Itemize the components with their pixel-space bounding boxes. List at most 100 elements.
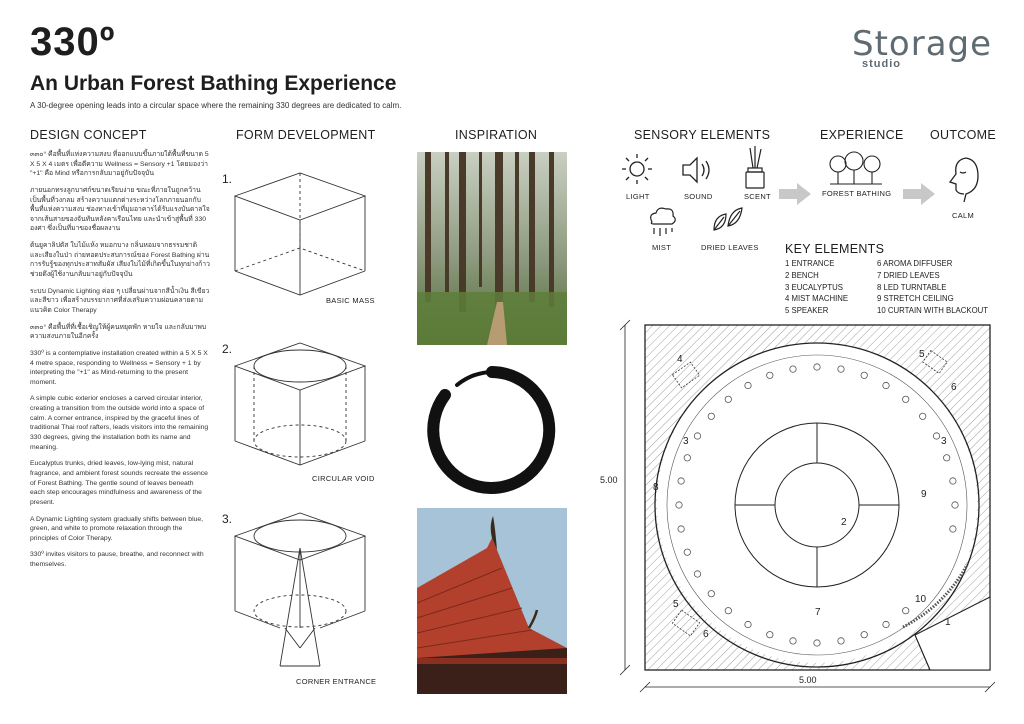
eucalyptus-marker xyxy=(882,620,890,629)
plan-label: 6 xyxy=(951,382,957,393)
eucalyptus-marker xyxy=(882,381,890,390)
eucalyptus-marker xyxy=(949,477,957,485)
eucalyptus-marker xyxy=(813,639,821,647)
forest-trees-icon xyxy=(829,151,882,185)
heading-design-concept: DESIGN CONCEPT xyxy=(30,128,147,142)
eucalyptus-marker xyxy=(837,637,845,645)
form-step-number: 3. xyxy=(222,512,233,526)
outcome-label: CALM xyxy=(952,211,975,220)
sensory-label-dried-leaves: DRIED LEAVES xyxy=(701,243,759,252)
key-element-item: 7 DRIED LEAVES xyxy=(877,270,940,280)
form-step-number: 2. xyxy=(222,342,233,356)
forest-photo xyxy=(417,152,567,345)
light-bulb-icon xyxy=(622,154,652,184)
heading-experience: EXPERIENCE xyxy=(820,128,904,142)
sensory-label-mist: MIST xyxy=(652,243,672,252)
design-concept-text: ๓๓๐° คือพื้นที่แห่งความสงบ ที่ออกแบบขึ้น… xyxy=(30,150,210,577)
concept-thai-paragraph: ต้นยูคาลิปตัส ใบไม้แห้ง หมอกบาง กลิ่นหอม… xyxy=(30,242,210,279)
eucalyptus-marker xyxy=(813,363,821,371)
thai-roof-photo xyxy=(417,508,567,694)
mist-cloud-icon xyxy=(650,207,676,236)
eucalyptus-marker xyxy=(932,432,941,440)
plan-label: 6 xyxy=(703,629,709,640)
concept-thai-paragraph: ๓๓๐° คือพื้นที่แห่งความสงบ ที่ออกแบบขึ้น… xyxy=(30,151,209,178)
eucalyptus-marker xyxy=(943,454,951,462)
arrow-right-icon xyxy=(903,183,935,205)
sensory-label-scent: SCENT xyxy=(744,192,771,201)
eucalyptus-marker xyxy=(677,525,685,533)
plan-label: 7 xyxy=(815,607,821,618)
form-caption: CORNER ENTRANCE xyxy=(296,677,377,686)
eucalyptus-marker xyxy=(724,395,732,403)
concept-en-paragraph: Eucalyptus trunks, dried leaves, low-lyi… xyxy=(30,460,208,506)
key-element-item: 8 LED TURNTABLE xyxy=(877,282,947,292)
eucalyptus-marker xyxy=(707,412,715,420)
eucalyptus-marker xyxy=(744,620,752,629)
key-element-item: 4 MIST MACHINE xyxy=(785,294,849,304)
eucalyptus-marker xyxy=(677,477,685,485)
key-element-item: 5 SPEAKER xyxy=(785,306,829,316)
plan-dimension-width: 5.00 xyxy=(799,675,817,685)
key-element-item: 1 ENTRANCE xyxy=(785,259,835,268)
form-caption: BASIC MASS xyxy=(326,296,375,305)
plan-label: 5 xyxy=(673,599,679,610)
eucalyptus-marker xyxy=(789,637,797,645)
plan-label: 10 xyxy=(915,594,927,605)
key-element-item: 6 AROMA DIFFUSER xyxy=(877,259,953,268)
eucalyptus-marker xyxy=(951,501,959,509)
plan-dimension-height: 5.00 xyxy=(600,475,618,485)
plan-label: 9 xyxy=(921,489,927,500)
eucalyptus-marker xyxy=(789,365,797,373)
eucalyptus-marker xyxy=(724,607,732,615)
eucalyptus-marker xyxy=(837,365,845,373)
page-title: 330º xyxy=(30,20,116,64)
calm-face-icon xyxy=(948,157,979,203)
eucalyptus-marker xyxy=(949,525,957,533)
eucalyptus-marker xyxy=(675,501,683,509)
plan-label: 2 xyxy=(841,517,847,528)
plan-label: 8 xyxy=(653,482,659,493)
key-element-item: 2 BENCH xyxy=(785,270,819,280)
floor-plan-drawing: 4 5 6 3 3 8 9 2 5 6 7 10 1 5.00 5.00 xyxy=(600,319,996,693)
concept-en-paragraph: A Dynamic Lighting system gradually shif… xyxy=(30,515,204,542)
eucalyptus-marker xyxy=(902,607,910,615)
eucalyptus-marker xyxy=(919,412,927,420)
heading-sensory-elements: SENSORY ELEMENTS xyxy=(634,128,771,142)
key-element-item: 10 CURTAIN WITH BLACKOUT xyxy=(877,306,989,316)
eucalyptus-marker xyxy=(693,432,702,440)
eucalyptus-marker xyxy=(707,590,715,598)
enso-circle-image xyxy=(427,366,556,494)
eucalyptus-marker xyxy=(683,548,691,556)
sensory-label-sound: SOUND xyxy=(684,192,713,201)
basic-mass-cube-drawing xyxy=(233,172,367,296)
eucalyptus-marker xyxy=(683,454,691,462)
eucalyptus-marker xyxy=(860,631,868,639)
circular-void-cube-drawing xyxy=(233,342,367,466)
concept-en-paragraph: 330º is a contemplative installation cre… xyxy=(30,349,208,386)
plan-label: 5 xyxy=(919,349,925,360)
eucalyptus-marker xyxy=(744,381,752,390)
form-step-number: 1. xyxy=(222,172,233,186)
concept-thai-paragraph: ระบบ Dynamic Lighting ค่อย ๆ เปลี่ยนผ่าน… xyxy=(30,287,210,314)
corner-entrance-cube-drawing xyxy=(233,512,367,667)
tagline: A 30-degree opening leads into a circula… xyxy=(30,101,402,110)
key-element-item: 3 EUCALYPTUS xyxy=(785,282,843,292)
plan-label: 4 xyxy=(677,354,683,365)
reed-diffuser-scent-icon xyxy=(745,146,765,189)
experience-label: FOREST BATHING xyxy=(822,189,892,198)
plan-label: 3 xyxy=(683,436,689,447)
eucalyptus-marker xyxy=(766,631,774,639)
plan-label: 3 xyxy=(941,436,947,447)
dried-leaves-icon xyxy=(713,207,743,231)
eucalyptus-markers xyxy=(675,363,959,647)
concept-en-paragraph: 330º invites visitors to pause, breathe,… xyxy=(30,551,204,569)
page-subtitle: An Urban Forest Bathing Experience xyxy=(30,72,397,95)
arrow-right-icon xyxy=(779,183,811,205)
sensory-label-light: LIGHT xyxy=(626,192,650,201)
heading-outcome: OUTCOME xyxy=(930,128,996,142)
speaker-sound-icon xyxy=(682,156,710,184)
key-element-item: 9 STRETCH CEILING xyxy=(877,294,954,304)
heading-inspiration: INSPIRATION xyxy=(455,128,538,142)
concept-en-paragraph: A simple cubic exterior encloses a carve… xyxy=(30,395,209,451)
heading-key-elements: KEY ELEMENTS xyxy=(785,242,885,256)
